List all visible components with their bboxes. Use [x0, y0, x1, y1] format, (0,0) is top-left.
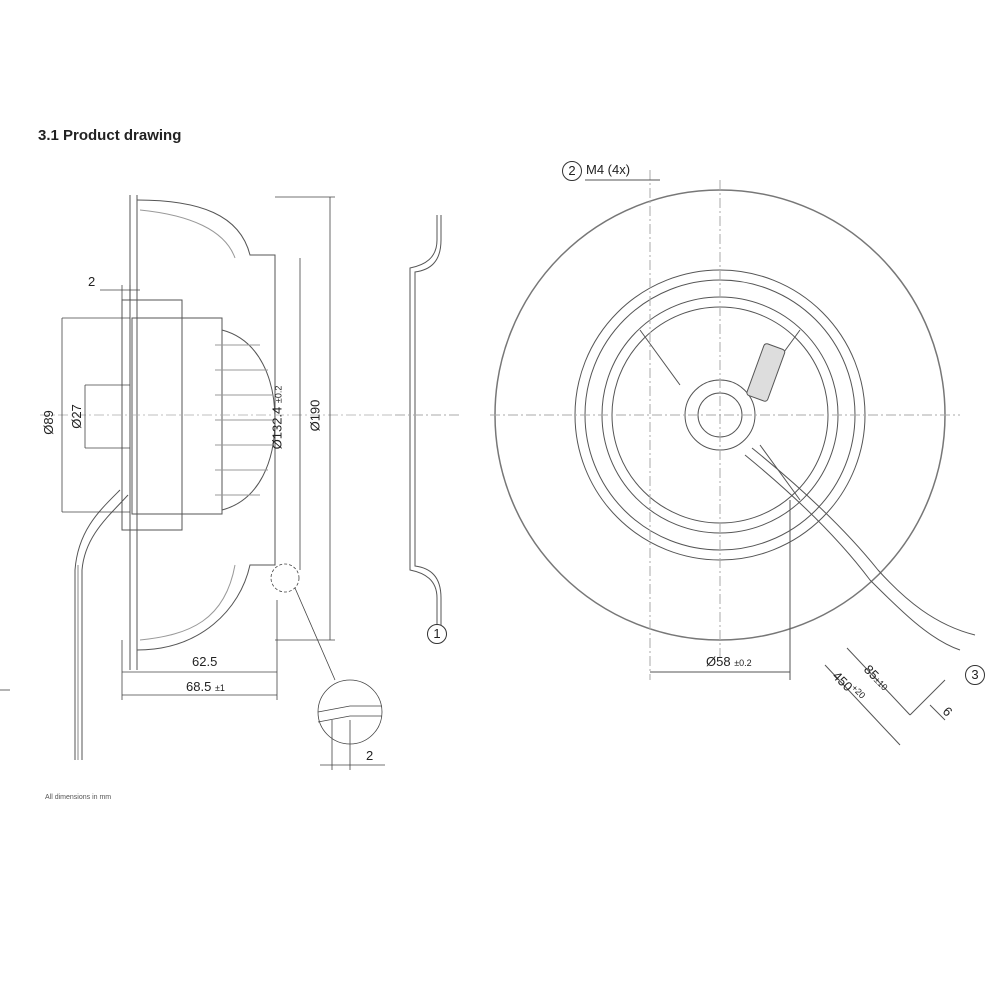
dim-d132: Ø132.4 ±0.2: [269, 386, 284, 450]
dim-d132-tol: ±0.2: [273, 385, 284, 404]
callout-2: 2: [562, 161, 582, 181]
detail-dim: 2: [366, 748, 374, 763]
thread-label: M4 (4x): [586, 162, 631, 177]
inlet-ring-profile: [395, 215, 460, 625]
dim-d58-value: Ø58: [706, 654, 731, 669]
section-title: 3.1 Product drawing: [38, 127, 182, 144]
dim-68-5: 68.5 ±1: [186, 679, 225, 694]
callout-3: 3: [965, 665, 985, 685]
dim-d27: Ø27: [68, 404, 84, 429]
front-view: [490, 170, 976, 746]
dim-d58: Ø58 ±0.2: [706, 654, 752, 669]
dim-gap: 2: [88, 274, 96, 289]
dim-d89: Ø89: [40, 410, 56, 435]
dim-d58-tol: ±0.2: [734, 658, 752, 668]
footnote: All dimensions in mm: [45, 794, 112, 801]
dim-62-5: 62.5: [192, 654, 218, 669]
dim-68-5-value: 68.5: [186, 679, 212, 694]
dim-d132-value: Ø132.4: [269, 406, 285, 450]
side-view-dimensions: [0, 196, 400, 770]
dim-d190: Ø190: [307, 399, 323, 432]
dim-68-5-tol: ±1: [214, 683, 225, 693]
side-view-impeller: [74, 195, 276, 760]
callout-1: 1: [427, 624, 447, 644]
